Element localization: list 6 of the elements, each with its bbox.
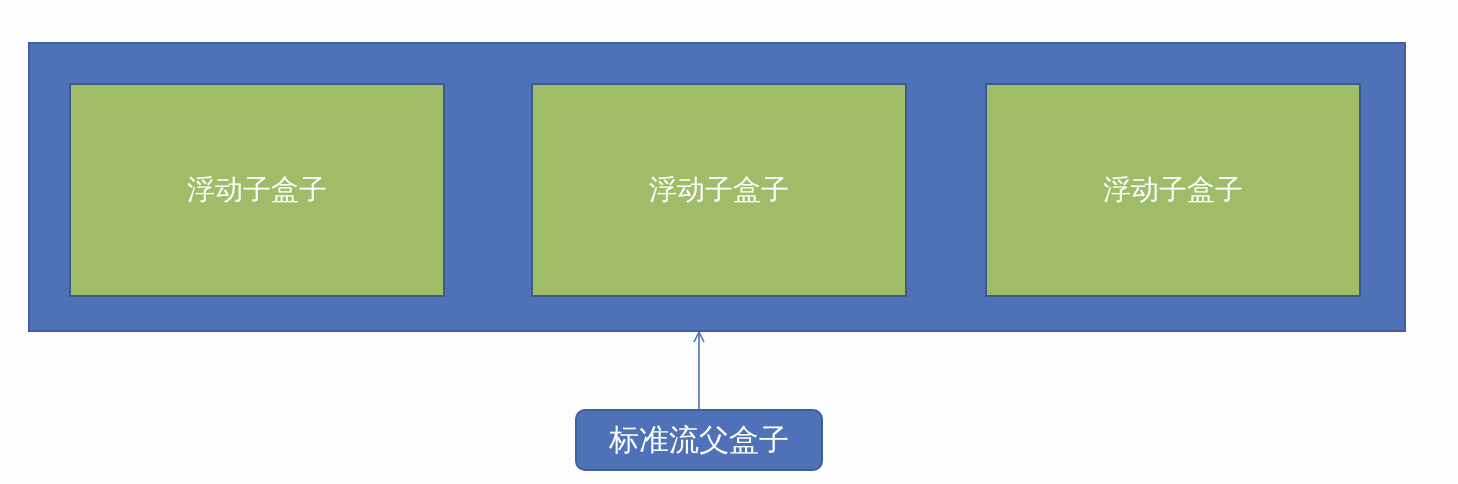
container-box xyxy=(28,42,1406,332)
child-box: 浮动子盒子 xyxy=(985,83,1361,297)
child-box: 浮动子盒子 xyxy=(69,83,445,297)
label-box: 标准流父盒子 xyxy=(575,409,823,471)
arrow xyxy=(693,331,705,410)
child-box: 浮动子盒子 xyxy=(531,83,907,297)
